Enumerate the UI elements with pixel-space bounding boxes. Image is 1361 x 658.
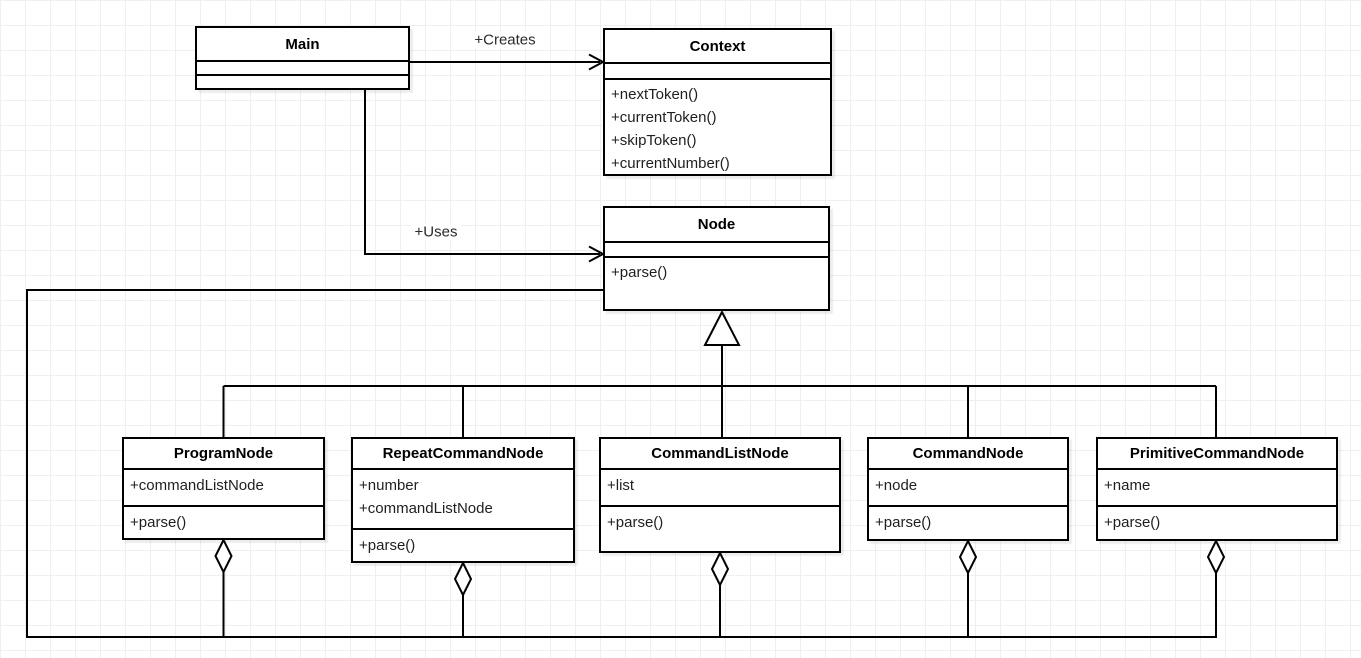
- creates-edge[interactable]: [410, 53, 606, 71]
- class-attribute[interactable]: +commandListNode: [130, 477, 264, 494]
- attributes-compartment[interactable]: +node: [869, 470, 1067, 505]
- class-title[interactable]: Main: [197, 28, 408, 62]
- inheritance-triangle-icon: [703, 309, 741, 346]
- aggregation-diamond-icon: [710, 550, 730, 588]
- class-method[interactable]: +currentToken(): [611, 109, 717, 126]
- class-title[interactable]: PrimitiveCommandNode: [1098, 439, 1336, 470]
- attributes-compartment[interactable]: [197, 62, 408, 74]
- attributes-compartment[interactable]: [605, 243, 828, 256]
- uses-edge-label[interactable]: +Uses: [411, 223, 461, 241]
- class-repeat-command-node[interactable]: RepeatCommandNode +number +commandListNo…: [351, 437, 575, 563]
- creates-edge-label[interactable]: +Creates: [471, 31, 539, 49]
- attributes-compartment[interactable]: +name: [1098, 470, 1336, 505]
- attributes-compartment[interactable]: +number +commandListNode: [353, 470, 573, 528]
- uses-edge[interactable]: [364, 90, 606, 263]
- class-title[interactable]: RepeatCommandNode: [353, 439, 573, 470]
- class-program-node[interactable]: ProgramNode +commandListNode +parse(): [122, 437, 325, 540]
- class-method[interactable]: +parse(): [607, 514, 664, 531]
- class-method[interactable]: +parse(): [359, 537, 416, 554]
- class-attribute[interactable]: +list: [607, 477, 635, 494]
- aggregation-diamond-icon: [214, 537, 233, 575]
- class-method[interactable]: +parse(): [875, 514, 932, 531]
- methods-compartment[interactable]: [197, 74, 408, 88]
- class-title[interactable]: ProgramNode: [124, 439, 323, 470]
- class-attribute[interactable]: +number: [359, 477, 419, 494]
- methods-compartment[interactable]: +parse(): [1098, 505, 1336, 539]
- methods-compartment[interactable]: +parse(): [869, 505, 1067, 539]
- class-method[interactable]: +parse(): [611, 264, 668, 281]
- aggregation-diamond-icon: [958, 538, 978, 576]
- class-attribute[interactable]: +commandListNode: [359, 500, 493, 517]
- class-title[interactable]: Context: [605, 30, 830, 64]
- inheritance-connector[interactable]: [222, 309, 1217, 437]
- aggregation-diamond-icon: [1206, 538, 1226, 576]
- class-method[interactable]: +nextToken(): [611, 86, 699, 103]
- attributes-compartment[interactable]: [605, 64, 830, 78]
- methods-compartment[interactable]: +nextToken() +currentToken() +skipToken(…: [605, 78, 830, 174]
- class-node[interactable]: Node +parse(): [603, 206, 830, 311]
- class-attribute[interactable]: +name: [1104, 477, 1151, 494]
- class-command-list-node[interactable]: CommandListNode +list +parse(): [599, 437, 841, 553]
- class-title[interactable]: CommandListNode: [601, 439, 839, 470]
- class-main[interactable]: Main: [195, 26, 410, 90]
- class-method[interactable]: +currentNumber(): [611, 155, 730, 172]
- aggregation-diamond-icon: [453, 560, 473, 598]
- class-method[interactable]: +parse(): [130, 514, 187, 531]
- class-title[interactable]: Node: [605, 208, 828, 243]
- class-command-node[interactable]: CommandNode +node +parse(): [867, 437, 1069, 541]
- class-method[interactable]: +skipToken(): [611, 132, 697, 149]
- attributes-compartment[interactable]: +commandListNode: [124, 470, 323, 505]
- class-attribute[interactable]: +node: [875, 477, 918, 494]
- class-primitive-command-node[interactable]: PrimitiveCommandNode +name +parse(): [1096, 437, 1338, 541]
- aggregation-connector[interactable]: [26, 289, 1226, 638]
- class-method[interactable]: +parse(): [1104, 514, 1161, 531]
- class-context[interactable]: Context +nextToken() +currentToken() +sk…: [603, 28, 832, 176]
- attributes-compartment[interactable]: +list: [601, 470, 839, 505]
- methods-compartment[interactable]: +parse(): [601, 505, 839, 551]
- methods-compartment[interactable]: +parse(): [605, 256, 828, 309]
- class-title[interactable]: CommandNode: [869, 439, 1067, 470]
- methods-compartment[interactable]: +parse(): [353, 528, 573, 561]
- methods-compartment[interactable]: +parse(): [124, 505, 323, 538]
